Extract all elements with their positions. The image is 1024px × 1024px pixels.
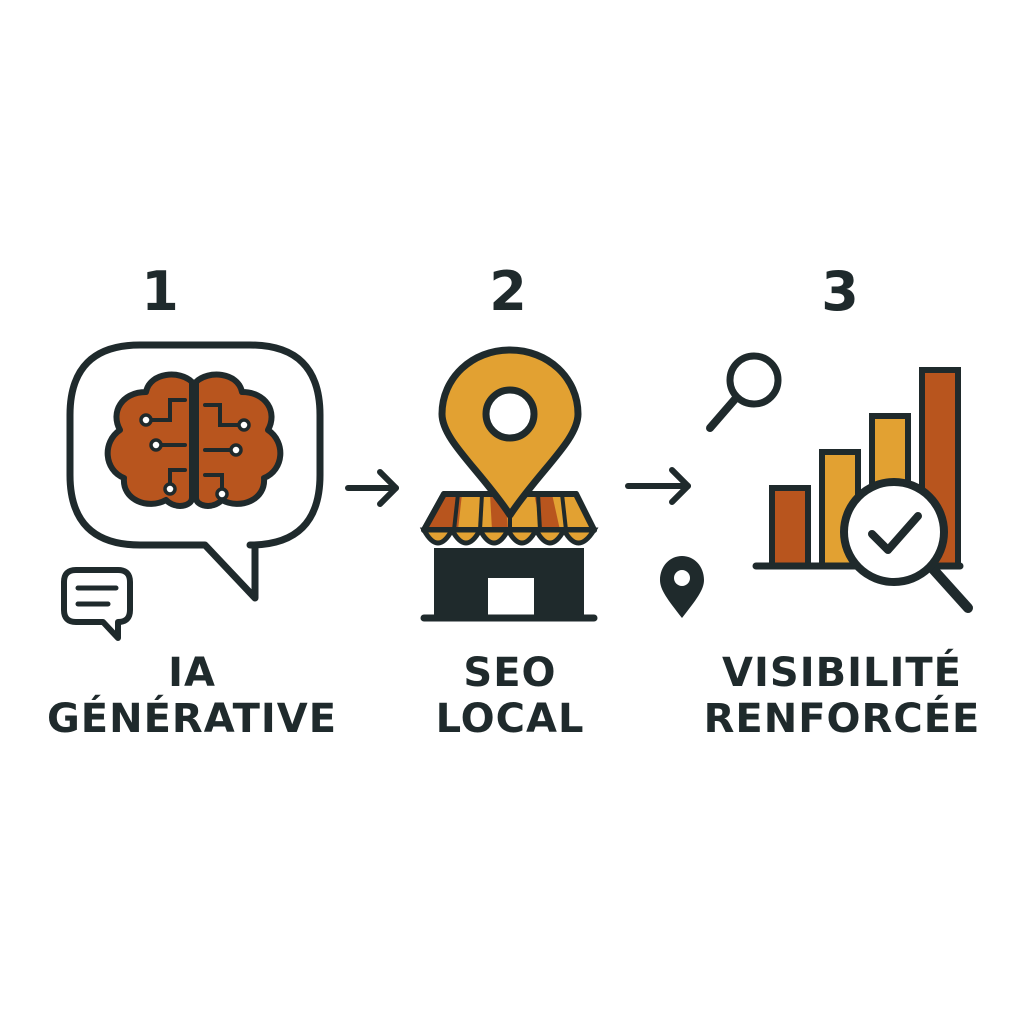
growth-bar-chart-with-magnifier-icon (752, 367, 973, 613)
bar-1 (769, 485, 811, 569)
map-pin-over-storefront-icon (419, 346, 599, 622)
step-2-number: 2 (489, 260, 527, 323)
step-3-label: VISIBILITÉ RENFORCÉE (682, 650, 1002, 742)
arrow-right-icon (345, 469, 399, 507)
step-3-label-line-2: RENFORCÉE (703, 696, 981, 742)
brain-icon (104, 371, 284, 509)
arrow-right-icon (625, 467, 691, 505)
map-pin-icon (438, 346, 582, 519)
step-1-label: IA GÉNÉRATIVE (32, 650, 352, 742)
location-pin-icon (660, 556, 704, 618)
step-2-label-line-2: LOCAL (435, 696, 585, 742)
check-icon (868, 512, 922, 554)
step-1-number: 1 (141, 260, 179, 323)
chat-bubble-icon (61, 567, 133, 641)
brain-in-speech-bubble-icon (66, 341, 324, 602)
step-2-label: SEO LOCAL (350, 650, 670, 742)
step-2-label-line-1: SEO (463, 650, 557, 696)
magnifier-check-icon (840, 478, 973, 613)
step-3-number: 3 (821, 260, 859, 323)
step-1-label-line-1: IA (168, 650, 216, 696)
search-icon (706, 352, 782, 432)
step-3-label-line-1: VISIBILITÉ (722, 650, 962, 696)
step-1-label-line-2: GÉNÉRATIVE (46, 696, 338, 742)
